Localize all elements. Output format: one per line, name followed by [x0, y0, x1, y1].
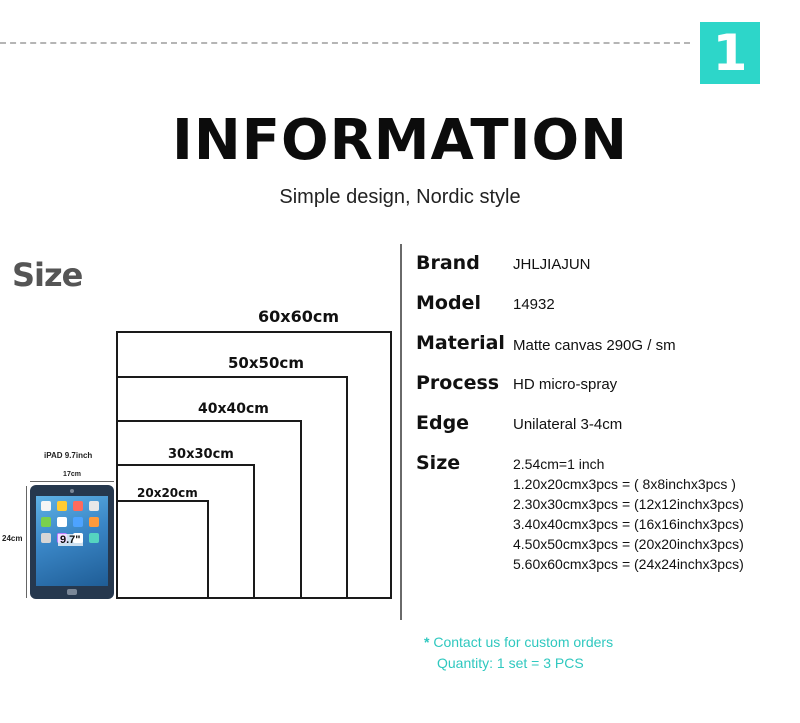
section-number-badge: 1: [700, 22, 760, 84]
ipad-height-label: 24cm: [2, 534, 23, 543]
ipad-caption: iPAD 9.7inch: [44, 451, 93, 460]
ipad-height-line: [26, 486, 27, 598]
process-label: Process: [416, 372, 500, 394]
material-label: Material: [416, 332, 505, 354]
edge-label: Edge: [416, 412, 470, 434]
ipad-screen-label: 9.7": [58, 534, 83, 546]
size-line: 4.50x50cmx3pcs = (20x20inchx3pcs): [513, 536, 744, 552]
size-line: 2.54cm=1 inch: [513, 456, 605, 472]
ipad-width-label: 17cm: [63, 471, 81, 478]
header-dashed-line: [0, 42, 690, 44]
app-icon: [89, 501, 99, 511]
app-icon: [89, 517, 99, 527]
square-40x40-label: 40x40cm: [198, 401, 269, 417]
ipad-home-button-icon: [67, 589, 77, 595]
square-20x20-label: 20x20cm: [137, 486, 198, 500]
square-50x50-label: 50x50cm: [228, 354, 304, 372]
square-30x30-label: 30x30cm: [168, 447, 234, 462]
edge-value: Unilateral 3-4cm: [513, 416, 623, 433]
process-value: HD micro-spray: [513, 376, 618, 393]
app-icon: [41, 533, 51, 543]
square-20x20: [116, 500, 209, 599]
app-icon: [89, 533, 99, 543]
asterisk-icon: *: [424, 634, 430, 650]
size-label: Size: [416, 452, 461, 474]
app-icon: [57, 501, 67, 511]
app-icon: [73, 517, 83, 527]
page-title: INFORMATION: [172, 108, 628, 173]
material-value: Matte canvas 290G / sm: [513, 337, 676, 354]
ipad-camera-icon: [70, 489, 74, 493]
brand-label: Brand: [416, 252, 480, 274]
size-line: 5.60x60cmx3pcs = (24x24inchx3pcs): [513, 556, 744, 572]
size-line: 2.30x30cmx3pcs = (12x12inchx3pcs): [513, 496, 744, 512]
ipad-width-line: [30, 481, 114, 482]
size-heading: Size: [12, 256, 83, 294]
app-icon: [41, 517, 51, 527]
app-icon: [73, 501, 83, 511]
quantity-note: Quantity: 1 set = 3 PCS: [437, 655, 584, 671]
model-value: 14932: [513, 296, 555, 313]
page-subtitle: Simple design, Nordic style: [279, 186, 521, 208]
ipad-screen: 9.7": [36, 496, 108, 586]
size-line: 1.20x20cmx3pcs = ( 8x8inchx3pcs ): [513, 476, 736, 492]
app-icon: [57, 517, 67, 527]
size-line: 3.40x40cmx3pcs = (16x16inchx3pcs): [513, 516, 744, 532]
contact-note: * Contact us for custom orders: [424, 634, 613, 650]
ipad-illustration: 9.7": [30, 485, 114, 599]
app-icon: [41, 501, 51, 511]
brand-value: JHLJIAJUN: [513, 256, 591, 273]
vertical-divider: [400, 244, 402, 620]
model-label: Model: [416, 292, 481, 314]
contact-note-text: Contact us for custom orders: [433, 634, 614, 650]
square-60x60-label: 60x60cm: [258, 307, 340, 326]
